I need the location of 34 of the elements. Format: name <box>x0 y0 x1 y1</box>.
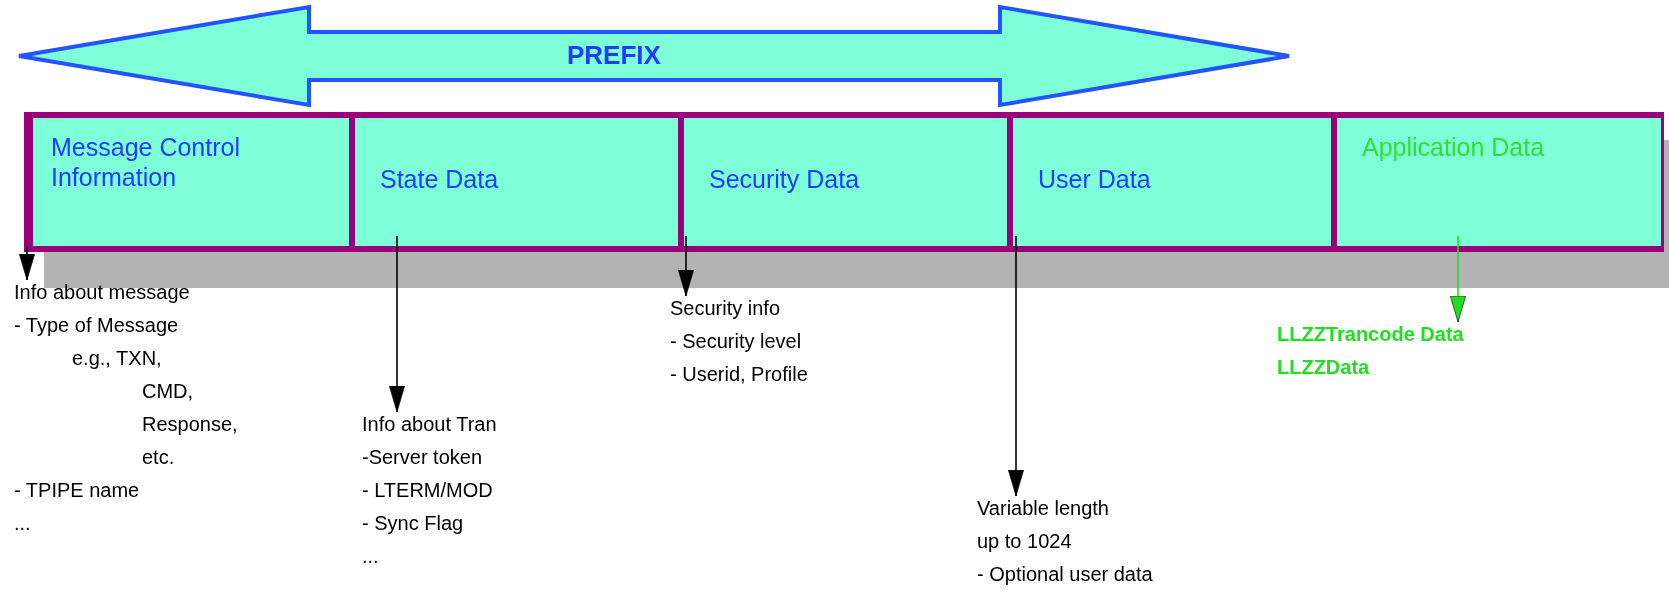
arrow <box>1008 235 1024 497</box>
note-text: CMD, <box>142 379 194 404</box>
note-text: ... <box>14 511 31 536</box>
prefix-label: PREFIX <box>567 40 661 71</box>
note-text: - Optional user data <box>977 562 1153 587</box>
arrow <box>1450 235 1466 323</box>
bar-segment <box>355 118 678 246</box>
note-text: etc. <box>142 445 175 470</box>
segment-label: State Data <box>380 164 500 194</box>
note-text: - Type of Message <box>14 313 179 338</box>
bar-segment <box>1337 118 1661 246</box>
note-text: Response, <box>142 412 238 437</box>
note-text: Info about Tran <box>362 412 497 437</box>
bar-segment <box>684 118 1007 246</box>
note-text: -Server token <box>362 445 483 470</box>
note-text: Variable length <box>977 496 1109 521</box>
note-text: - Sync Flag <box>362 511 464 536</box>
note-text: up to 1024 <box>977 529 1072 554</box>
note-text: - Security level <box>670 329 802 354</box>
note-text: LLZZTrancode Data <box>1277 322 1464 347</box>
bar-segment <box>1013 118 1331 246</box>
note-text: ... <box>362 544 379 569</box>
note-text: - TPIPE name <box>14 478 140 503</box>
note-text: - LTERM/MOD <box>362 478 493 503</box>
segment-label: User Data <box>1038 164 1152 194</box>
note-text: - Userid, Profile <box>670 362 808 387</box>
note-text: Info about message <box>14 280 190 305</box>
bar-segment <box>33 118 349 246</box>
segment-label: Security Data <box>709 164 861 194</box>
note-text: Security info <box>670 296 781 321</box>
note-text: e.g., TXN, <box>72 346 162 371</box>
segment-label: Message Control Information <box>51 132 241 192</box>
note-text: LLZZData <box>1277 355 1370 380</box>
segment-label: Application Data <box>1362 132 1546 162</box>
